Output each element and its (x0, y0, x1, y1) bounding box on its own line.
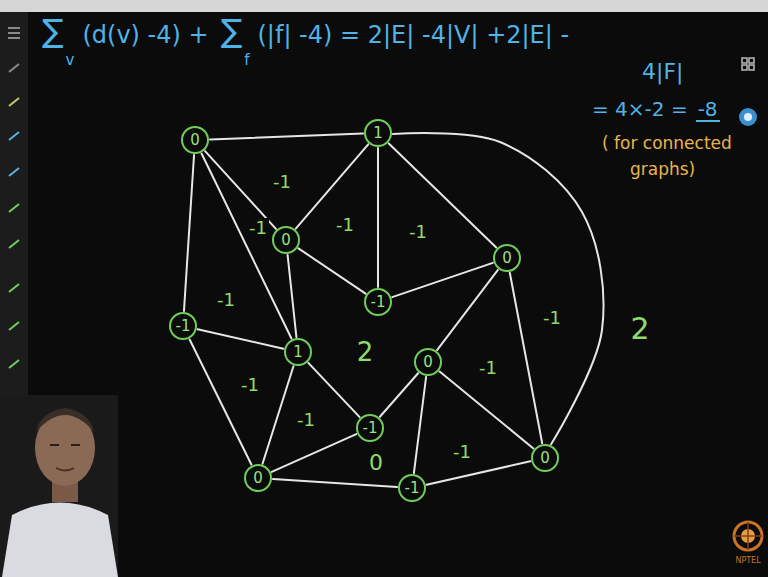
vertex-charge: 1 (293, 345, 303, 360)
vertex-charge: -1 (176, 319, 191, 334)
face-charge: -1 (271, 172, 293, 192)
face-charge: -1 (477, 358, 499, 378)
graph-edge (288, 255, 297, 337)
face-charge: 0 (367, 451, 385, 475)
formula-text: (d(v) -4) + (80, 22, 210, 48)
nptel-logo (734, 522, 762, 550)
graph-edge (190, 339, 252, 464)
face-charge: -1 (451, 442, 473, 462)
formula-text: (|f| -4) = 2|E| -4|V| +2|E| - (255, 22, 571, 48)
vertex-charge: -1 (405, 481, 420, 496)
vertex-charge: -1 (363, 421, 378, 436)
title-bar (0, 0, 768, 12)
graph-edge (184, 155, 194, 311)
tool-circle-icon (739, 108, 757, 126)
graph-edge (298, 248, 365, 293)
face-charge: 2 (355, 338, 376, 367)
vertex-charge: 0 (253, 471, 263, 486)
vertex-circle: 0 (414, 348, 442, 376)
graph-edge (380, 373, 418, 416)
formula-text: 4|F| (640, 60, 685, 84)
grid-icon (742, 58, 754, 70)
sum-symbol: ∑ (219, 14, 245, 49)
vertex-circle: -1 (169, 312, 197, 340)
face-charge: -1 (334, 215, 356, 235)
face-charge: -1 (541, 308, 563, 328)
graph-edge (437, 270, 498, 350)
graph-edge (296, 144, 368, 228)
graph-edge (272, 434, 357, 472)
vertex-circle: -1 (356, 414, 384, 442)
graph-edge (440, 372, 534, 449)
sum-symbol: ∑ (40, 14, 66, 49)
graph-edge (377, 148, 379, 287)
face-charge: -1 (407, 222, 429, 242)
vertex-charge: 1 (373, 126, 383, 141)
vertex-circle: 0 (272, 226, 300, 254)
graph-edge (414, 377, 426, 473)
note-text: ( for connected (600, 134, 734, 153)
tool-circle-icon (744, 113, 752, 121)
vertex-charge: 0 (540, 451, 550, 466)
graph-edge (510, 273, 542, 444)
face-charge: -1 (239, 375, 261, 395)
vertex-circle: -1 (364, 288, 392, 316)
logo-text: NPTEL (733, 557, 762, 566)
subscript: f (242, 52, 251, 69)
graph-edge (389, 143, 496, 247)
graph-edge (393, 133, 604, 444)
vertex-circle: 1 (364, 119, 392, 147)
vertex-charge: 0 (502, 251, 512, 266)
vertex-circle: 1 (284, 338, 312, 366)
graph-edge (210, 134, 363, 140)
formula-text: = 4×-2 = (590, 98, 690, 120)
vertex-charge: 0 (423, 355, 433, 370)
vertex-circle: 0 (244, 464, 272, 492)
result-value: -8 (696, 98, 720, 122)
vertex-circle: -1 (398, 474, 426, 502)
vertex-charge: 0 (281, 233, 291, 248)
vertex-circle: 0 (181, 126, 209, 154)
vertex-charge: 0 (190, 133, 200, 148)
face-charge: -1 (247, 218, 269, 238)
graph-edge (273, 479, 397, 487)
presenter-video (0, 395, 118, 577)
face-charge: 2 (628, 312, 651, 345)
graph-edge (198, 329, 284, 348)
vertex-charge: -1 (371, 295, 386, 310)
face-charge: -1 (295, 410, 317, 430)
graph-edge (308, 363, 359, 417)
vertex-circle: 0 (493, 244, 521, 272)
note-text: graphs) (628, 160, 697, 179)
graph-edge (392, 263, 493, 297)
subscript: v (64, 52, 77, 69)
graph-edge (263, 366, 294, 463)
vertex-circle: 0 (531, 444, 559, 472)
face-charge: -1 (215, 290, 237, 310)
graph-edge (427, 461, 531, 484)
